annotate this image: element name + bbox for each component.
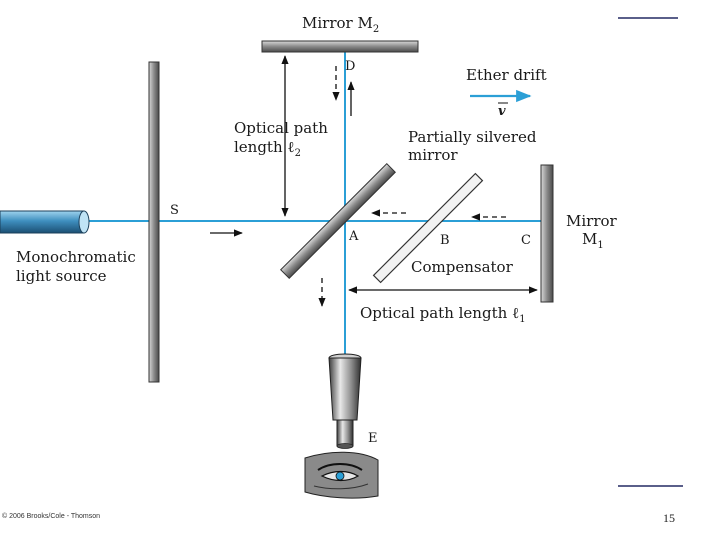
label-partially-silvered-line2: mirror <box>408 146 458 164</box>
label-velocity: v <box>498 104 506 119</box>
partially-silvered-mirror <box>280 163 396 279</box>
label-point-s: S <box>170 203 179 218</box>
label-point-a: A <box>348 229 359 244</box>
slit-screen <box>148 61 160 383</box>
light-source-tube <box>0 210 90 234</box>
label-point-c: C <box>521 233 531 248</box>
label-mirror-m1-line1: Mirror <box>566 212 618 230</box>
label-partially-silvered-line1: Partially silvered <box>408 128 537 146</box>
page-number: 15 <box>663 511 675 525</box>
telescope <box>328 353 362 449</box>
observer-eye <box>304 451 379 499</box>
label-optical-path-2-line1: Optical path <box>234 119 328 137</box>
light-beams <box>88 52 542 356</box>
mirror-m2 <box>261 40 419 53</box>
label-optical-path-1: Optical path length ℓ1 <box>360 304 526 325</box>
label-source-line2: light source <box>16 267 107 285</box>
label-compensator: Compensator <box>411 258 514 276</box>
compensator-plate <box>372 172 484 284</box>
copyright-text: © 2006 Brooks/Cole - Thomson <box>2 512 100 520</box>
label-source-line1: Monochromatic <box>16 248 136 266</box>
mirror-m1 <box>540 164 554 303</box>
label-point-b: B <box>440 233 450 248</box>
label-mirror-m2: Mirror M2 <box>302 14 379 35</box>
label-ether-drift: Ether drift <box>466 66 547 84</box>
label-point-e: E <box>368 431 378 446</box>
label-optical-path-2-line2: length ℓ2 <box>234 138 301 159</box>
label-mirror-m1-line2: M1 <box>582 230 604 251</box>
label-point-d: D <box>345 59 355 74</box>
